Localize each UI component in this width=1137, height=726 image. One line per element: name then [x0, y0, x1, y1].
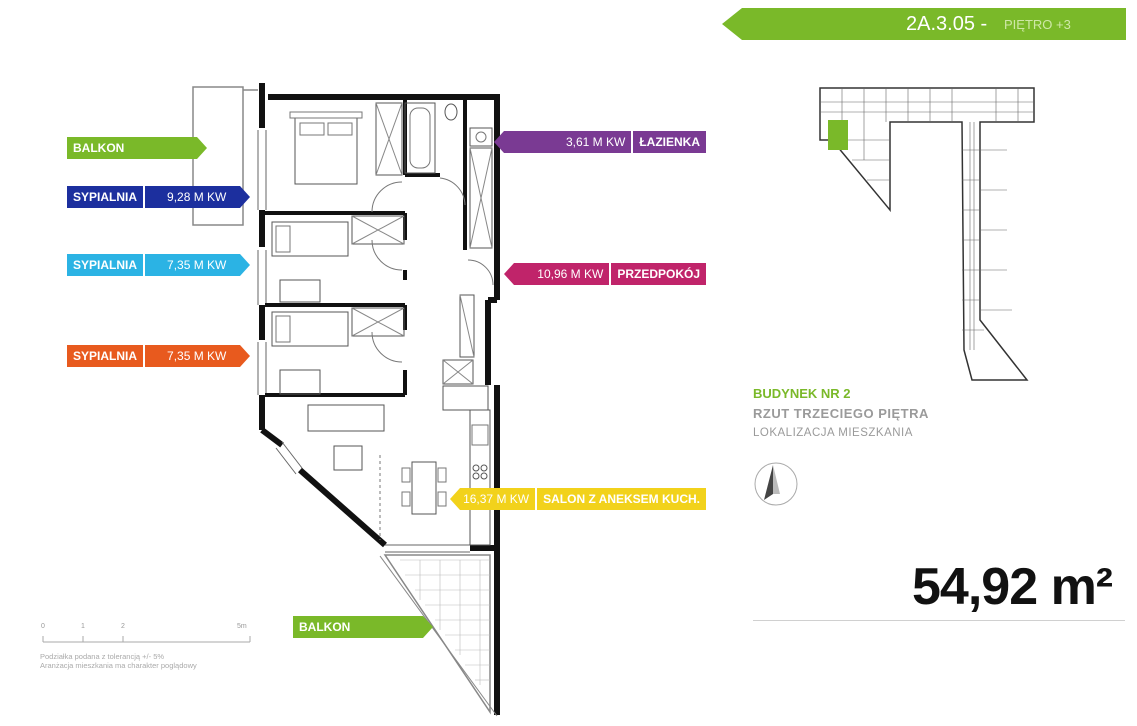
bathtub	[404, 102, 436, 174]
apartment-location-marker	[828, 120, 848, 150]
label-sypialnia-2: SYPIALNIA 7,35 M KW	[67, 254, 250, 276]
label-name: SALON Z ANEKSEM KUCH.	[543, 492, 700, 506]
label-name: BALKON	[299, 620, 351, 634]
toilet	[444, 103, 458, 121]
label-name: ŁAZIENKA	[639, 135, 700, 149]
desk-2	[279, 369, 321, 395]
location-caption: LOKALIZACJA MIESZKANIA	[753, 427, 913, 439]
label-balkon-bottom: BALKON	[293, 616, 433, 638]
unit-floor: PIĘTRO +3	[1004, 17, 1071, 32]
kitchen-unit	[442, 385, 489, 411]
area-divider	[753, 620, 1125, 621]
kitchen-counter	[469, 409, 491, 546]
bottom-balcony	[379, 554, 498, 717]
label-salon: 16,37 M KW SALON Z ANEKSEM KUCH.	[450, 488, 706, 510]
label-name: SYPIALNIA	[67, 345, 145, 367]
label-sypialnia-1: SYPIALNIA 9,28 M KW	[67, 186, 250, 208]
single-bed-2	[271, 311, 349, 347]
label-area: 7,35 M KW	[167, 349, 227, 363]
washbasin	[469, 127, 493, 147]
windows	[257, 130, 470, 553]
scale-tick-2: 2	[121, 623, 125, 630]
label-name: SYPIALNIA	[67, 254, 145, 276]
unit-header-banner: 2A.3.05 - PIĘTRO +3	[722, 8, 1126, 40]
label-name: BALKON	[73, 141, 125, 155]
label-przedpokoj: 10,96 M KW PRZEDPOKÓJ	[504, 263, 706, 285]
wardrobe-2	[351, 215, 405, 245]
coffee-table	[333, 445, 363, 471]
dining-table	[411, 461, 437, 515]
single-bed-1	[271, 221, 349, 257]
label-name: SYPIALNIA	[67, 186, 145, 208]
label-area: 10,96 M KW	[527, 263, 612, 285]
floor-plan-title: RZUT TRZECIEGO PIĘTRA	[753, 406, 929, 421]
label-area: 9,28 M KW	[167, 190, 227, 204]
label-lazienka: 3,61 M KW ŁAZIENKA	[494, 131, 706, 153]
north-arrow-icon	[754, 462, 798, 506]
wardrobe-1	[375, 102, 403, 176]
doors	[371, 177, 494, 363]
label-area: 7,35 M KW	[167, 258, 227, 272]
building-name: BUDYNEK NR 2	[753, 386, 851, 401]
scale-tick-1: 1	[81, 623, 85, 630]
sink	[471, 424, 489, 446]
building-key-plan	[819, 87, 1035, 381]
label-name: PRZEDPOKÓJ	[617, 267, 700, 281]
desk-1	[279, 279, 321, 303]
scale-note: Podziałka podana z tolerancją +/- 5%	[40, 652, 165, 661]
total-area: 54,92 m²	[912, 558, 1113, 616]
label-balkon-top: BALKON	[67, 137, 207, 159]
sofa	[307, 404, 385, 432]
balcony-tiles	[400, 559, 490, 685]
scale-tick-5m: 5m	[237, 623, 247, 630]
double-bed	[294, 117, 358, 185]
label-sypialnia-3: SYPIALNIA 7,35 M KW	[67, 345, 250, 367]
arrangement-note: Aranżacja mieszkania ma charakter pogląd…	[40, 661, 197, 670]
scale-bar	[42, 636, 251, 643]
label-area: 3,61 M KW	[556, 131, 634, 153]
scale-tick-0: 0	[41, 623, 45, 630]
unit-code: 2A.3.05 -	[906, 13, 988, 35]
wardrobe-3	[351, 307, 405, 337]
label-area: 16,37 M KW	[453, 488, 538, 510]
hall-wardrobe	[469, 147, 493, 249]
exterior-walls	[259, 83, 500, 715]
